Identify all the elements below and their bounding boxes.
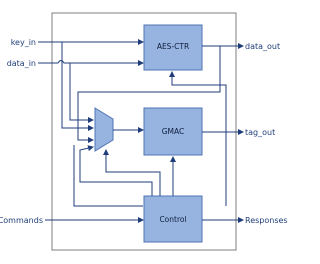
control-to-aes-wire: [169, 71, 227, 206]
multiplexer: [94, 107, 114, 152]
data-branch-wire: [69, 63, 94, 123]
diagram-canvas: AES-CTR GMAC Control key_in data_in Comm…: [0, 12, 288, 251]
block-diagram: AES-CTR GMAC Control key_in data_in Comm…: [0, 12, 288, 251]
key-in-label: key_in: [11, 38, 36, 47]
data-in-wire: [38, 60, 144, 66]
data-out-feedback-wire: [77, 46, 221, 143]
gmac-label: GMAC: [162, 127, 185, 136]
control-label: Control: [159, 215, 186, 224]
key-branch-wire: [61, 42, 94, 131]
data-in-label: data_in: [7, 59, 36, 68]
control-block: [143, 195, 203, 243]
aes-ctr-block: [143, 24, 203, 71]
gmac-block: [143, 107, 203, 156]
commands-label: Commands: [0, 216, 43, 225]
tag-out-label: tag_out: [245, 128, 275, 137]
control-loop-wire: [79, 145, 153, 196]
data-out-label: data_out: [245, 42, 280, 51]
aes-ctr-label: AES-CTR: [157, 42, 189, 51]
control-feedback-wire: [73, 145, 143, 207]
responses-label: Responses: [245, 216, 288, 225]
control-to-mux-wire: [103, 149, 161, 196]
